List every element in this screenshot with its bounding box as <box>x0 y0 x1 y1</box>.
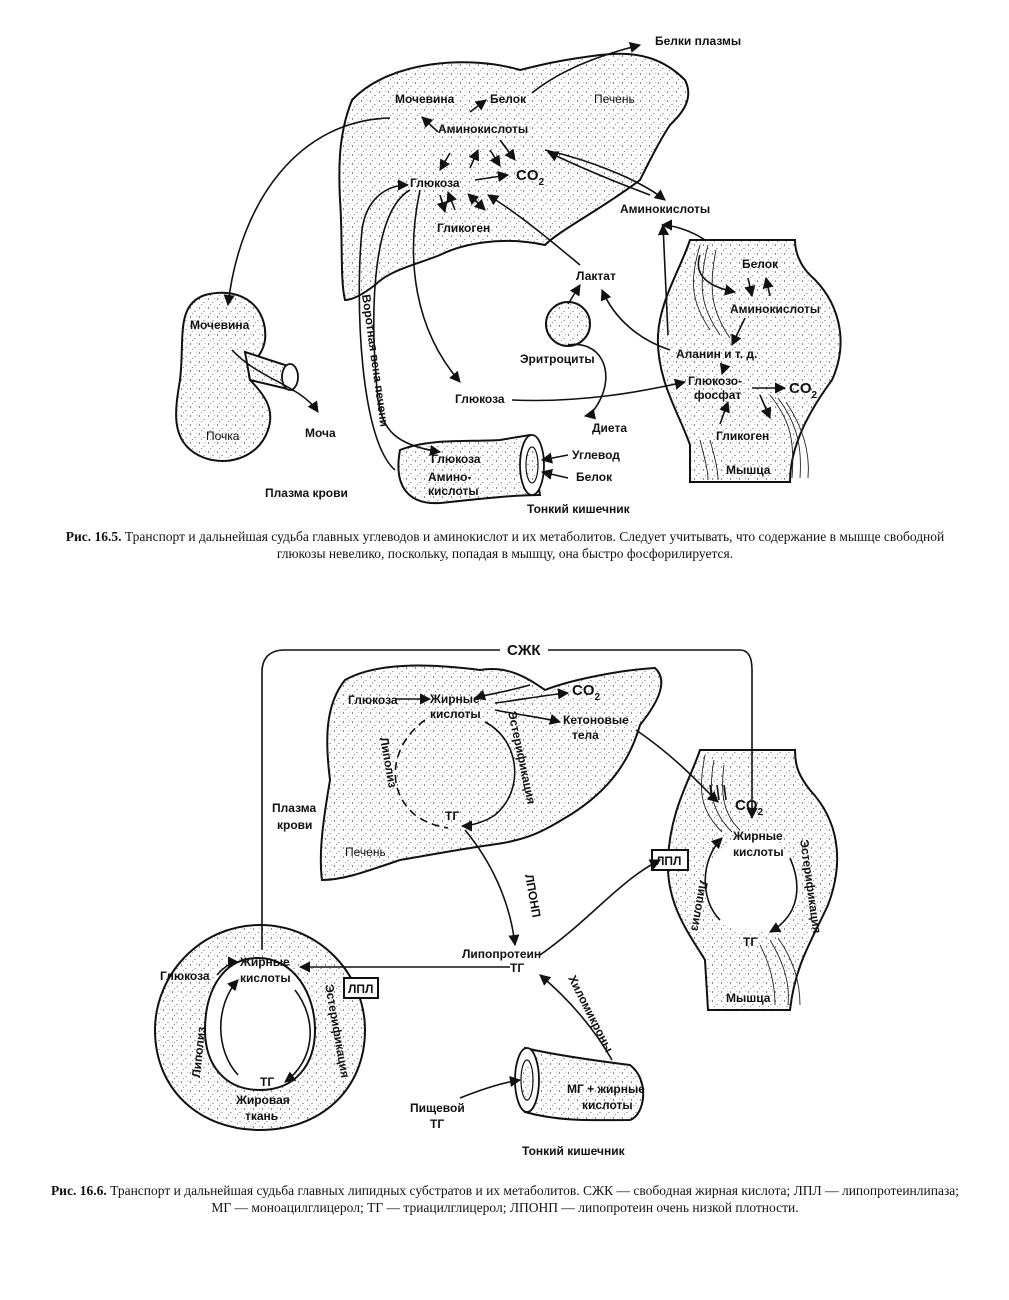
label-tg-muscle: ТГ <box>743 935 757 949</box>
label-lipoprotein-1: Липопротеин <box>462 947 541 961</box>
label-tg-adipose: ТГ <box>260 1075 274 1089</box>
erythrocyte-shape <box>545 301 591 347</box>
label-glucose-adipose: Глюкоза <box>160 969 210 983</box>
arrows-fig1 <box>223 42 787 480</box>
label-lactate: Лактат <box>576 269 616 283</box>
label-chylomicrons: Хиломикроны <box>565 973 616 1055</box>
label-glucose-blood: Глюкоза <box>455 392 505 406</box>
label-co2-fig2: CO2 <box>572 682 601 703</box>
label-fatty-acids-liver-1: Жирные <box>429 692 480 706</box>
label-muscle-fa-2: кислоты <box>733 845 784 859</box>
label-alanine: Аланин и т. д. <box>676 347 757 361</box>
caption-fig-16-6: Рис. 16.6. Транспорт и дальнейшая судьба… <box>40 1182 970 1216</box>
label-adipose-fa-2: кислоты <box>240 971 291 985</box>
muscle-fibers-fig1 <box>692 244 809 481</box>
caption-text-16-6: Транспорт и дальнейшая судьба главных ли… <box>110 1183 960 1215</box>
label-glucose-liver: Глюкоза <box>410 176 460 190</box>
label-glucose-liver-fig2: Глюкоза <box>348 693 398 707</box>
label-amino-acids-liver: Аминокислоты <box>438 122 528 136</box>
label-plasma-proteins: Белки плазмы <box>655 34 741 48</box>
label-erythrocytes: Эритроциты <box>520 352 595 366</box>
label-lipolysis-adipose: Липолиз <box>189 1026 208 1078</box>
label-mg-fa-1: МГ + жирные <box>567 1082 645 1096</box>
label-kidney: Почка <box>206 429 240 443</box>
label-small-intestine-fig1: Тонкий кишечник <box>527 502 631 516</box>
caption-fig-16-5: Рис. 16.5. Транспорт и дальнейшая судьба… <box>40 528 970 562</box>
muscle-shape-fig1 <box>656 239 842 483</box>
caption-number-16-5: Рис. 16.5. <box>65 529 122 544</box>
label-ffa: СЖК <box>507 642 541 659</box>
small-intestine-fig2 <box>524 1046 645 1122</box>
label-ketone-1: Кетоновые <box>563 713 629 727</box>
liver-shape-fig2 <box>319 664 663 882</box>
label-blood-plasma: Плазма крови <box>265 486 348 500</box>
caption-text-16-5: Транспорт и дальнейшая судьба главных уг… <box>124 529 945 561</box>
label-amino-intestine-2: кислоты <box>428 484 479 498</box>
label-adipose-2: ткань <box>245 1109 278 1123</box>
label-fatty-acids-liver-2: кислоты <box>430 707 481 721</box>
label-muscle-glycogen: Гликоген <box>716 429 769 443</box>
label-tg-liver: ТГ <box>445 809 459 823</box>
label-adipose-1: Жировая <box>235 1093 290 1107</box>
label-plasma-1: Плазма <box>272 801 316 815</box>
arrows-fig2 <box>216 649 758 1099</box>
label-co2-fig1: CO2 <box>516 167 545 188</box>
label-glycogen-liver: Гликоген <box>437 221 490 235</box>
label-liver-fig2: Печень <box>345 845 386 859</box>
label-ketone-2: тела <box>572 728 599 742</box>
label-small-intestine-fig2: Тонкий кишечник <box>522 1144 626 1158</box>
label-dietary-tg-2: ТГ <box>430 1117 444 1131</box>
label-co2-muscle-fig1: CO2 <box>789 380 818 401</box>
label-lpl-muscle: ЛПЛ <box>656 854 681 868</box>
label-co2-muscle-fig2: CO2 <box>735 797 764 818</box>
label-glucose-intestine: Глюкоза <box>431 452 481 466</box>
label-lpl-adipose: ЛПЛ <box>348 982 373 996</box>
lpl-box-adipose <box>343 977 379 999</box>
label-urea-liver: Мочевина <box>395 92 455 106</box>
label-muscle-amino: Аминокислоты <box>730 302 820 316</box>
label-muscle-fig1: Мышца <box>726 463 771 477</box>
label-liver-fig1: Печень <box>594 92 635 106</box>
figure-16-5: Белки плазмы Мочевина Белок Печень Амино… <box>175 34 842 516</box>
figure-16-6: СЖК Глюкоза Жирные кислоты CO2 Кетоновые… <box>153 642 839 1158</box>
label-protein-diet: Белок <box>576 470 613 484</box>
label-dietary-tg-1: Пищевой <box>410 1101 465 1115</box>
label-plasma-2: крови <box>277 818 312 832</box>
label-vldl: ЛПОНП <box>522 873 543 918</box>
label-adipose-fa-1: Жирные <box>239 955 290 969</box>
label-muscle-fa-1: Жирные <box>732 829 783 843</box>
label-glucose-phosphate-2: фосфат <box>694 388 741 402</box>
label-glucose-phosphate-1: Глюкозо- <box>688 374 742 388</box>
label-amino-acids-mid: Аминокислоты <box>620 202 710 216</box>
label-lipoprotein-2: ТГ <box>510 961 524 975</box>
label-mg-fa-2: кислоты <box>582 1098 633 1112</box>
label-urine: Моча <box>305 426 336 440</box>
kidney-shape <box>175 291 272 463</box>
label-carbohydrate: Углевод <box>572 448 620 462</box>
label-urea-kidney: Мочевина <box>190 318 250 332</box>
label-amino-intestine-1: Амино- <box>428 470 472 484</box>
label-portal-vein: Воротная вена печени <box>359 293 391 427</box>
liver-shape-fig1 <box>338 52 690 302</box>
label-muscle-protein: Белок <box>742 257 779 271</box>
label-muscle-fig2: Мышца <box>726 991 771 1005</box>
label-protein-liver: Белок <box>490 92 527 106</box>
caption-number-16-6: Рис. 16.6. <box>50 1183 107 1198</box>
label-diet: Диета <box>592 421 627 435</box>
